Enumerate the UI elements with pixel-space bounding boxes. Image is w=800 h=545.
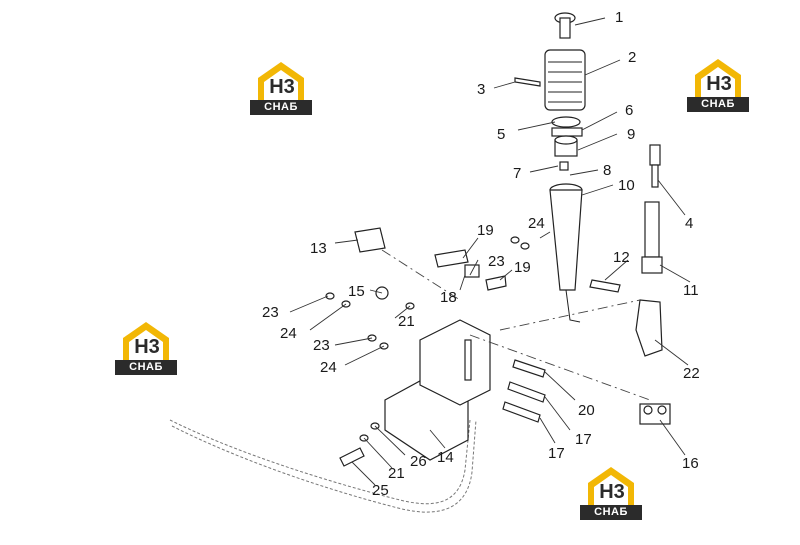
watermark-logo-2: Н3 СНАБ: [687, 55, 749, 115]
watermark-text: СНАБ: [687, 97, 749, 112]
part-25-bolt: [339, 447, 365, 467]
callout-8: 8: [603, 162, 611, 179]
callout-17a: 17: [575, 431, 592, 448]
callout-24c: 24: [320, 359, 337, 376]
callout-19a: 19: [477, 222, 494, 239]
center-line: [469, 334, 651, 401]
part-5-washer: [551, 116, 581, 128]
callout-16: 16: [682, 455, 699, 472]
callout-6: 6: [625, 102, 633, 119]
watermark-mark: Н3: [599, 481, 625, 503]
watermark-text: СНАБ: [580, 505, 642, 520]
watermark-mark: Н3: [134, 336, 160, 358]
callout-24a: 24: [528, 215, 545, 232]
callout-25: 25: [372, 482, 389, 499]
callout-21b: 21: [388, 465, 405, 482]
part-9-bushing: [554, 135, 578, 157]
part-4-bolt: [649, 144, 661, 188]
callout-23c: 23: [313, 337, 330, 354]
center-line-2: [499, 299, 641, 331]
callout-14: 14: [437, 449, 454, 466]
callout-24b: 24: [280, 325, 297, 342]
cable-line: [169, 419, 471, 505]
watermark-mark: Н3: [706, 73, 732, 95]
callout-9: 9: [627, 126, 635, 143]
watermark-text: СНАБ: [250, 100, 312, 115]
callout-7: 7: [513, 165, 521, 182]
part-1-pin: [554, 12, 576, 39]
callout-5: 5: [497, 126, 505, 143]
callout-3: 3: [477, 81, 485, 98]
part-7-nut: [559, 161, 569, 171]
callout-18: 18: [440, 289, 457, 306]
part-16-clamp: [639, 403, 671, 425]
part-6-plate: [551, 127, 583, 137]
watermark-logo-1: Н3 СНАБ: [250, 58, 312, 118]
part-2-bellows: [544, 49, 586, 111]
callout-11: 11: [683, 282, 699, 299]
watermark-mark: Н3: [269, 76, 295, 98]
callout-2: 2: [628, 49, 636, 66]
part-20-bolt: [512, 359, 546, 378]
watermark-text: СНАБ: [115, 360, 177, 375]
part-11-rod: [641, 201, 663, 274]
callout-15: 15: [348, 283, 365, 300]
callout-23b: 23: [262, 304, 279, 321]
leader-lines: [289, 17, 691, 486]
center-line-3: [381, 249, 461, 301]
part-17-bolt-2: [502, 401, 541, 423]
callout-23a: 23: [488, 253, 505, 270]
callout-17b: 17: [548, 445, 565, 462]
callout-numbers: 1 2 3 4 5 6 7 8 9 10 11 12 13 14 15 16 1…: [262, 9, 700, 499]
callout-26: 26: [410, 453, 427, 470]
part-3-screw: [514, 77, 541, 87]
part-10-lever: [549, 183, 583, 323]
part-17-bolt: [507, 381, 546, 403]
part-19-link: [434, 249, 469, 268]
part-19-link-2: [485, 275, 507, 291]
callout-20: 20: [578, 402, 595, 419]
part-13-clip: [354, 227, 386, 253]
cable-line-2: [171, 419, 477, 513]
part-22-bracket: [635, 299, 663, 357]
callout-4: 4: [685, 215, 693, 232]
callout-19b: 19: [514, 259, 531, 276]
watermark-logo-4: Н3 СНАБ: [580, 463, 642, 523]
watermark-logo-3: Н3 СНАБ: [115, 318, 177, 378]
part-14-base-bracket: [384, 319, 491, 461]
part-12-bolt: [589, 279, 621, 293]
callout-12: 12: [613, 249, 630, 266]
callout-10: 10: [618, 177, 635, 194]
callout-21a: 21: [398, 313, 415, 330]
callout-1: 1: [615, 9, 623, 26]
callout-13: 13: [310, 240, 327, 257]
callout-22: 22: [683, 365, 700, 382]
